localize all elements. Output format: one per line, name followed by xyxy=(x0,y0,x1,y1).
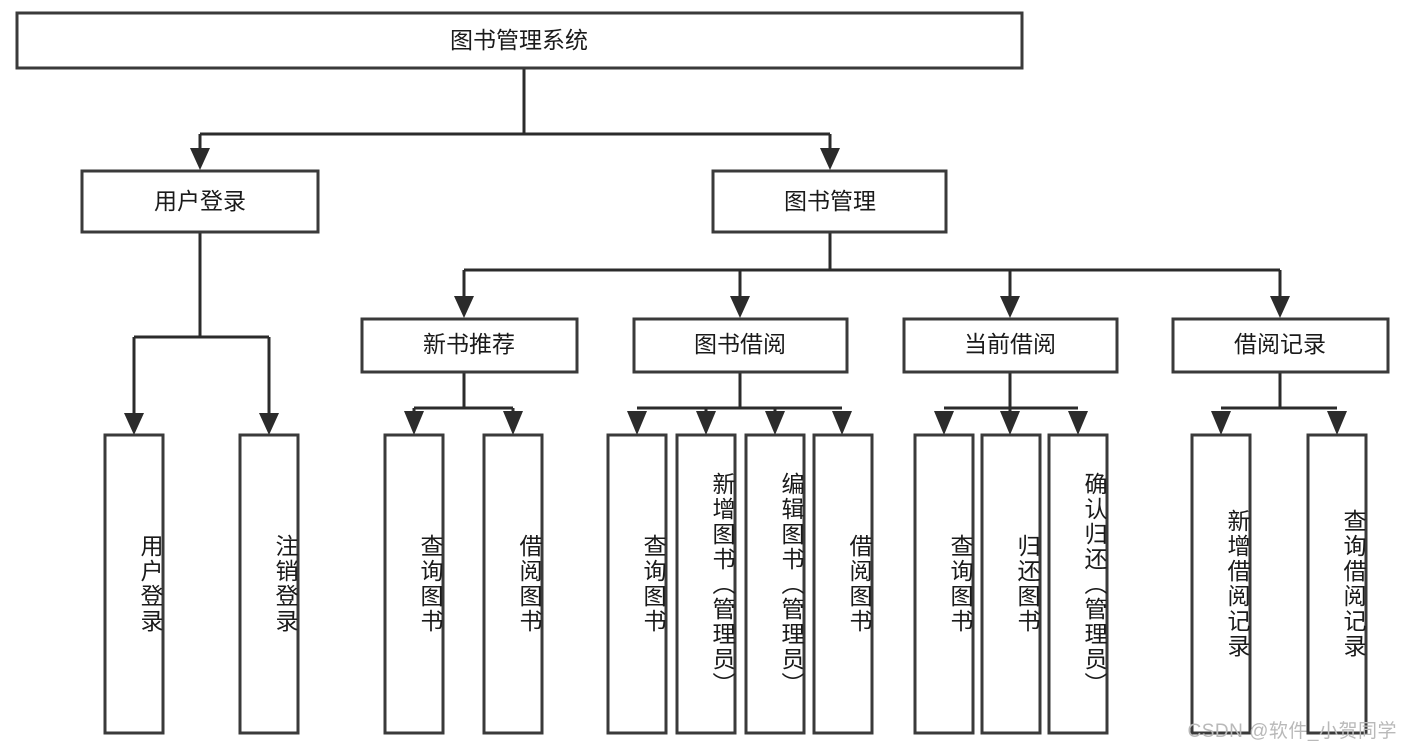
arrow-head-leaf-confirm-return xyxy=(1068,411,1088,435)
node-current-borrow[interactable]: 当前借阅 xyxy=(902,317,1119,374)
arrow-head-leaf-add-record xyxy=(1211,411,1231,435)
arrow-head-leaf-logout-login xyxy=(259,413,279,435)
node-book-manage[interactable]: 图书管理 xyxy=(711,169,948,234)
node-book-manage-label: 图书管理 xyxy=(784,188,876,214)
node-user-login-box[interactable] xyxy=(80,169,320,234)
connector-new-book-recommend-to-leaves xyxy=(404,372,523,435)
node-leaf-edit-book-box[interactable] xyxy=(744,433,806,735)
node-leaf-add-book-box[interactable] xyxy=(675,433,737,735)
arrow-head-user-login xyxy=(190,148,210,170)
node-borrow-record-box[interactable] xyxy=(1171,317,1390,374)
arrow-head-leaf-borrow-book-2 xyxy=(832,411,852,435)
arrow-head-leaf-query-book-2 xyxy=(627,411,647,435)
arrow-head-leaf-return-book xyxy=(1000,411,1020,435)
arrow-head-leaf-user-login xyxy=(124,413,144,435)
node-new-book-recommend[interactable]: 新书推荐 xyxy=(360,317,579,374)
node-current-borrow-label: 当前借阅 xyxy=(964,331,1056,357)
node-new-book-recommend-label: 新书推荐 xyxy=(423,331,515,357)
connector-book-manage-to-level2 xyxy=(454,232,1290,318)
arrow-head-leaf-query-record xyxy=(1327,411,1347,435)
node-root-label: 图书管理系统 xyxy=(450,27,588,53)
connector-book-borrow-to-leaves xyxy=(627,372,852,435)
node-book-borrow-box[interactable] xyxy=(632,317,849,374)
node-leaf-return-book-box[interactable] xyxy=(980,433,1042,735)
node-root-box[interactable] xyxy=(15,11,1024,70)
node-borrow-record[interactable]: 借阅记录 xyxy=(1171,317,1390,374)
node-leaf-user-login-box[interactable] xyxy=(103,433,165,735)
node-leaf-confirm-return-box[interactable] xyxy=(1047,433,1109,735)
node-book-borrow-label: 图书借阅 xyxy=(694,331,786,357)
node-leaf-logout-login-box[interactable] xyxy=(238,433,300,735)
node-new-book-recommend-box[interactable] xyxy=(360,317,579,374)
arrow-head-leaf-query-book-1 xyxy=(404,411,424,435)
arrow-head-leaf-edit-book xyxy=(765,411,785,435)
node-current-borrow-box[interactable] xyxy=(902,317,1119,374)
arrow-head-borrow-record xyxy=(1270,296,1290,318)
node-leaf-borrow-book-1-box[interactable] xyxy=(482,433,544,735)
connector-root-to-level1 xyxy=(190,68,840,170)
node-leaf-query-book-2-box[interactable] xyxy=(606,433,668,735)
arrow-head-book-borrow xyxy=(730,296,750,318)
node-user-login-label: 用户登录 xyxy=(154,188,246,214)
node-leaf-add-record-box[interactable] xyxy=(1190,433,1252,735)
node-leaf-query-book-1-box[interactable] xyxy=(383,433,445,735)
arrow-head-leaf-query-book-3 xyxy=(934,411,954,435)
arrow-head-new-book-recommend xyxy=(454,296,474,318)
arrow-head-book-manage xyxy=(820,148,840,170)
node-user-login[interactable]: 用户登录 xyxy=(80,169,320,234)
node-leaf-query-record-box[interactable] xyxy=(1306,433,1368,735)
node-leaf-borrow-book-2-box[interactable] xyxy=(812,433,874,735)
watermark-text: CSDN @软件_小贺同学 xyxy=(1187,721,1397,742)
node-borrow-record-label: 借阅记录 xyxy=(1234,331,1326,357)
node-root[interactable]: 图书管理系统 xyxy=(15,11,1024,70)
arrow-head-current-borrow xyxy=(1000,296,1020,318)
arrow-head-leaf-add-book xyxy=(696,411,716,435)
node-book-manage-box[interactable] xyxy=(711,169,948,234)
connector-user-login-to-leaves xyxy=(124,232,279,435)
node-leaf-query-book-3-box[interactable] xyxy=(913,433,975,735)
connector-current-borrow-to-leaves xyxy=(934,372,1088,435)
arrow-head-leaf-borrow-book-1 xyxy=(503,411,523,435)
node-book-borrow[interactable]: 图书借阅 xyxy=(632,317,849,374)
connector-borrow-record-to-leaves xyxy=(1211,372,1347,435)
